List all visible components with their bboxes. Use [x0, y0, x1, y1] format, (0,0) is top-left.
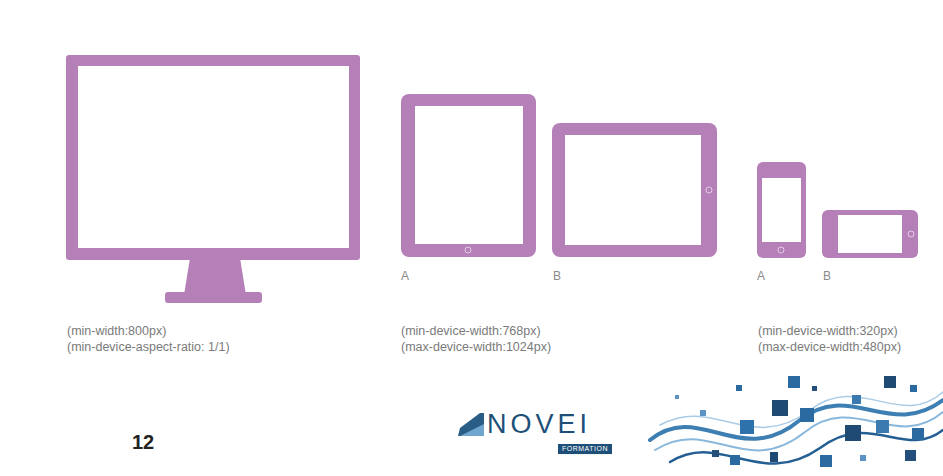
home-button: [706, 187, 712, 193]
phone-portrait: [757, 162, 806, 258]
label-slot: (max-device-width:480px): [758, 337, 901, 355]
icon-square: [788, 376, 800, 388]
monitor-neck: [184, 258, 246, 295]
variant-letter: B: [823, 270, 831, 284]
monitor-frame: [66, 55, 360, 260]
devices: [66, 55, 918, 303]
home-button: [465, 247, 471, 253]
icon-square: [800, 408, 814, 422]
ribbon: [670, 430, 943, 464]
icon-square: [712, 450, 719, 457]
label-slot: NOVEI: [487, 409, 591, 440]
icon-square: [912, 428, 924, 440]
media-query: (min-device-width:320px): [758, 324, 898, 338]
label-slot: B: [823, 266, 831, 284]
media-query: (max-device-width:480px): [758, 340, 901, 354]
icon-square: [736, 385, 742, 391]
ribbon: [660, 392, 943, 427]
page-number: 12: [132, 431, 154, 454]
icon-squares: [675, 376, 924, 467]
ribbon: [650, 400, 943, 440]
screens: [78, 66, 902, 253]
icon-square: [910, 385, 917, 392]
home-button: [778, 247, 784, 253]
logo-bar: [558, 444, 612, 454]
variant-letter: A: [757, 270, 765, 284]
icon-square: [770, 452, 778, 462]
monitor-screen: [78, 66, 349, 248]
label-slot: A: [757, 266, 765, 284]
icon-square: [876, 420, 889, 433]
label-slot: B: [553, 266, 561, 284]
icon-square: [772, 400, 788, 416]
icon-square: [820, 455, 832, 467]
icon-square: [852, 395, 861, 404]
variant-letter: A: [401, 270, 409, 284]
icon-square: [860, 455, 866, 461]
tablet-screen: [565, 135, 701, 245]
label-slot: (min-device-width:320px): [758, 321, 898, 339]
home-buttons: [465, 187, 914, 253]
icon-square: [845, 425, 861, 441]
phone-screen: [838, 215, 902, 253]
icon-square: [740, 420, 754, 434]
logo-icon: [460, 424, 484, 436]
logo-icon: [458, 413, 484, 436]
label-slot: (min-width:800px): [67, 321, 166, 339]
tablet-portrait: [401, 94, 536, 257]
icon-square: [905, 450, 916, 461]
logo-subtitle: FORMATION: [562, 445, 608, 453]
label-slot: (min-device-aspect-ratio: 1/1): [67, 337, 230, 355]
media-query: (min-width:800px): [67, 324, 166, 338]
icon-square: [812, 386, 817, 391]
icon-square: [700, 410, 706, 416]
icon-square: [730, 455, 740, 465]
label-slot: (min-device-width:768px): [401, 321, 541, 339]
media-query: (max-device-width:1024px): [401, 340, 551, 354]
tablet-landscape: [552, 123, 717, 257]
icon-square: [884, 376, 896, 388]
icon-square: [675, 395, 679, 399]
logo-wordmark: NOVEI: [487, 409, 591, 440]
phone-landscape: [822, 210, 918, 258]
home-button: [908, 231, 914, 237]
phone-screen: [762, 178, 801, 242]
media-query: (min-device-aspect-ratio: 1/1): [67, 340, 230, 354]
variant-letter: B: [553, 270, 561, 284]
tablet-screen: [415, 106, 523, 244]
ribbon-decoration: [650, 392, 943, 464]
label-slot: FORMATION: [562, 437, 608, 455]
media-query: (min-device-width:768px): [401, 324, 541, 338]
label-slot: A: [401, 266, 409, 284]
label-slot: (max-device-width:1024px): [401, 337, 551, 355]
monitor-base: [165, 292, 262, 303]
label-slot: 12: [132, 431, 154, 454]
